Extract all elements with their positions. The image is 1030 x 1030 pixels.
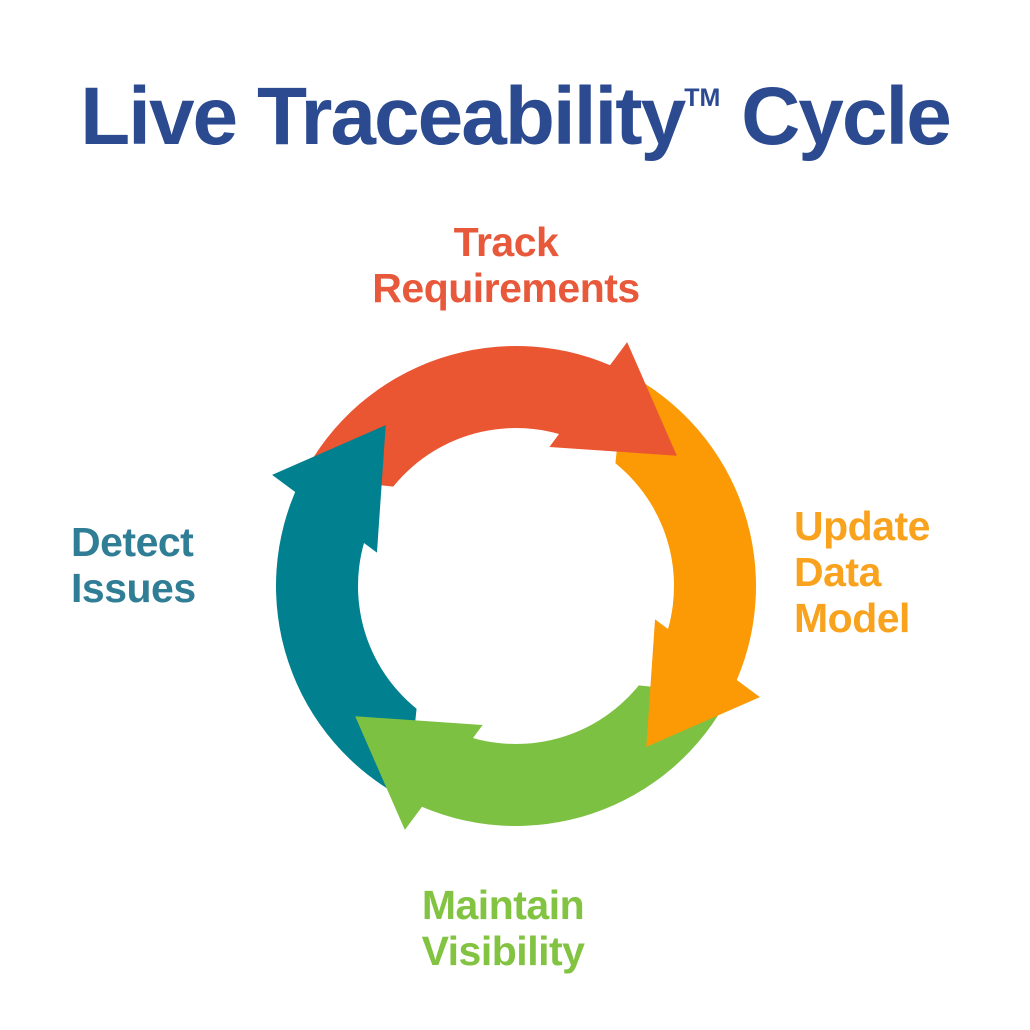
page-title: Live TraceabilityTM Cycle — [0, 76, 1030, 177]
detect-issues-arrow-head — [272, 425, 386, 553]
label-line: Update — [794, 503, 930, 549]
track-requirements-arrow-head — [549, 342, 677, 456]
update-data-model-label: Update Data Model — [794, 503, 930, 641]
label-line: Maintain — [421, 882, 585, 928]
title-suffix: Cycle — [720, 71, 952, 162]
maintain-visibility-arrow-head — [355, 716, 483, 830]
label-line: Data — [794, 549, 881, 595]
label-line: Model — [794, 595, 910, 641]
detect-issues-label: Detect Issues — [71, 519, 196, 611]
track-requirements-label: Track Requirements — [256, 219, 756, 311]
label-line: Track — [453, 219, 559, 265]
label-line: Visibility — [421, 928, 585, 974]
label-line: Requirements — [372, 265, 640, 311]
title-text: Live Traceability — [80, 71, 686, 162]
label-line: Issues — [71, 565, 196, 611]
label-line: Detect — [71, 519, 194, 565]
maintain-visibility-label: Maintain Visibility — [253, 882, 753, 974]
trademark-symbol: TM — [684, 84, 721, 112]
update-data-model-arrow-head — [646, 619, 760, 747]
